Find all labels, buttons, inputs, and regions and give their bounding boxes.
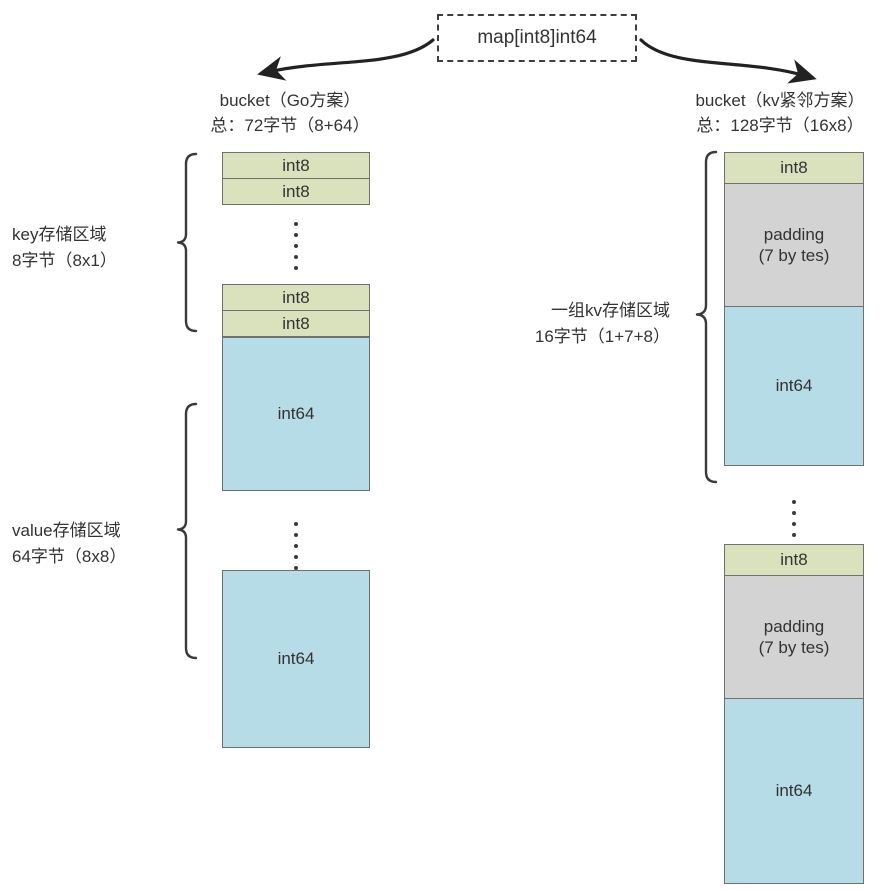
left-key-group-bottom: int8 int8 — [222, 284, 370, 337]
value-region-label: value存储区域 64字节（8x8） — [12, 518, 172, 570]
right-kv-cell-padding-1-sublabel: (7 by tes) — [758, 638, 830, 657]
kv-region-label-line1: 一组kv存储区域 — [551, 301, 670, 320]
left-key-cell-int8-2: int8 — [222, 284, 370, 311]
left-value-ellipsis — [294, 522, 298, 570]
map-type-title-box: map[int8]int64 — [437, 14, 637, 62]
left-key-ellipsis — [294, 222, 298, 270]
key-region-label-line1: key存储区域 — [12, 225, 107, 244]
left-bucket-header-line1: bucket（Go方案） — [219, 91, 361, 110]
value-region-label-line2: 64字节（8x8） — [12, 547, 127, 566]
left-key-cell-int8-3: int8 — [222, 310, 370, 337]
right-bucket-header-line2: 总：128字节（16x8） — [696, 116, 864, 135]
left-value-cell-int64-1-label: int64 — [277, 649, 315, 669]
right-kv-cell-int8-1: int8 — [724, 544, 864, 576]
right-kv-cell-padding-0-label: padding — [763, 224, 825, 244]
right-bucket-header: bucket（kv紧邻方案） 总：128字节（16x8） — [665, 88, 888, 138]
right-kv-group-top: int8 padding (7 by tes) int64 — [724, 152, 864, 466]
right-kv-cell-int8-0: int8 — [724, 152, 864, 184]
key-region-label-line2: 8字节（8x1） — [12, 251, 117, 270]
left-key-cell-int8-2-label: int8 — [282, 287, 310, 307]
left-value-cell-int64-1: int64 — [222, 570, 370, 748]
left-value-cell-int64-0-label: int64 — [277, 404, 315, 424]
kv-region-label: 一组kv存储区域 16字节（1+7+8） — [480, 298, 670, 350]
left-key-cell-int8-1-label: int8 — [282, 181, 310, 201]
kv-region-label-line2: 16字节（1+7+8） — [534, 327, 670, 346]
map-type-label: map[int8]int64 — [477, 27, 597, 48]
left-value-cell-int64-0: int64 — [222, 337, 370, 491]
left-key-cell-int8-3-label: int8 — [282, 313, 310, 333]
kv-region-bracket — [695, 150, 718, 484]
key-region-label: key存储区域 8字节（8x1） — [12, 222, 162, 274]
right-kv-group-bottom: int8 padding (7 by tes) int64 — [724, 544, 864, 884]
key-region-bracket — [176, 152, 198, 333]
left-key-cell-int8-0: int8 — [222, 152, 370, 179]
left-key-cell-int8-1: int8 — [222, 178, 370, 205]
right-kv-cell-int64-1-label: int64 — [775, 781, 813, 801]
left-key-group-top: int8 int8 — [222, 152, 370, 205]
right-kv-cell-padding-1-label: padding — [763, 616, 825, 636]
arrow-to-right-bucket — [639, 38, 817, 84]
right-kv-ellipsis — [792, 500, 796, 548]
right-kv-cell-int64-0: int64 — [724, 306, 864, 466]
left-bucket-header-line2: 总：72字节（8+64） — [210, 116, 370, 135]
value-region-bracket — [176, 402, 198, 660]
right-kv-cell-int64-1: int64 — [724, 698, 864, 884]
right-bucket-header-line1: bucket（kv紧邻方案） — [695, 91, 865, 110]
arrow-to-left-bucket — [257, 38, 435, 81]
left-bucket-header: bucket（Go方案） 总：72字节（8+64） — [180, 88, 400, 138]
right-kv-cell-padding-1: padding (7 by tes) — [724, 575, 864, 699]
right-kv-cell-int64-0-label: int64 — [775, 376, 813, 396]
value-region-label-line1: value存储区域 — [12, 521, 121, 540]
right-kv-cell-padding-0: padding (7 by tes) — [724, 183, 864, 307]
right-kv-cell-int8-0-label: int8 — [780, 158, 808, 178]
right-kv-cell-padding-0-sublabel: (7 by tes) — [758, 246, 830, 265]
left-key-cell-int8-0-label: int8 — [282, 155, 310, 175]
right-kv-cell-int8-1-label: int8 — [780, 550, 808, 570]
